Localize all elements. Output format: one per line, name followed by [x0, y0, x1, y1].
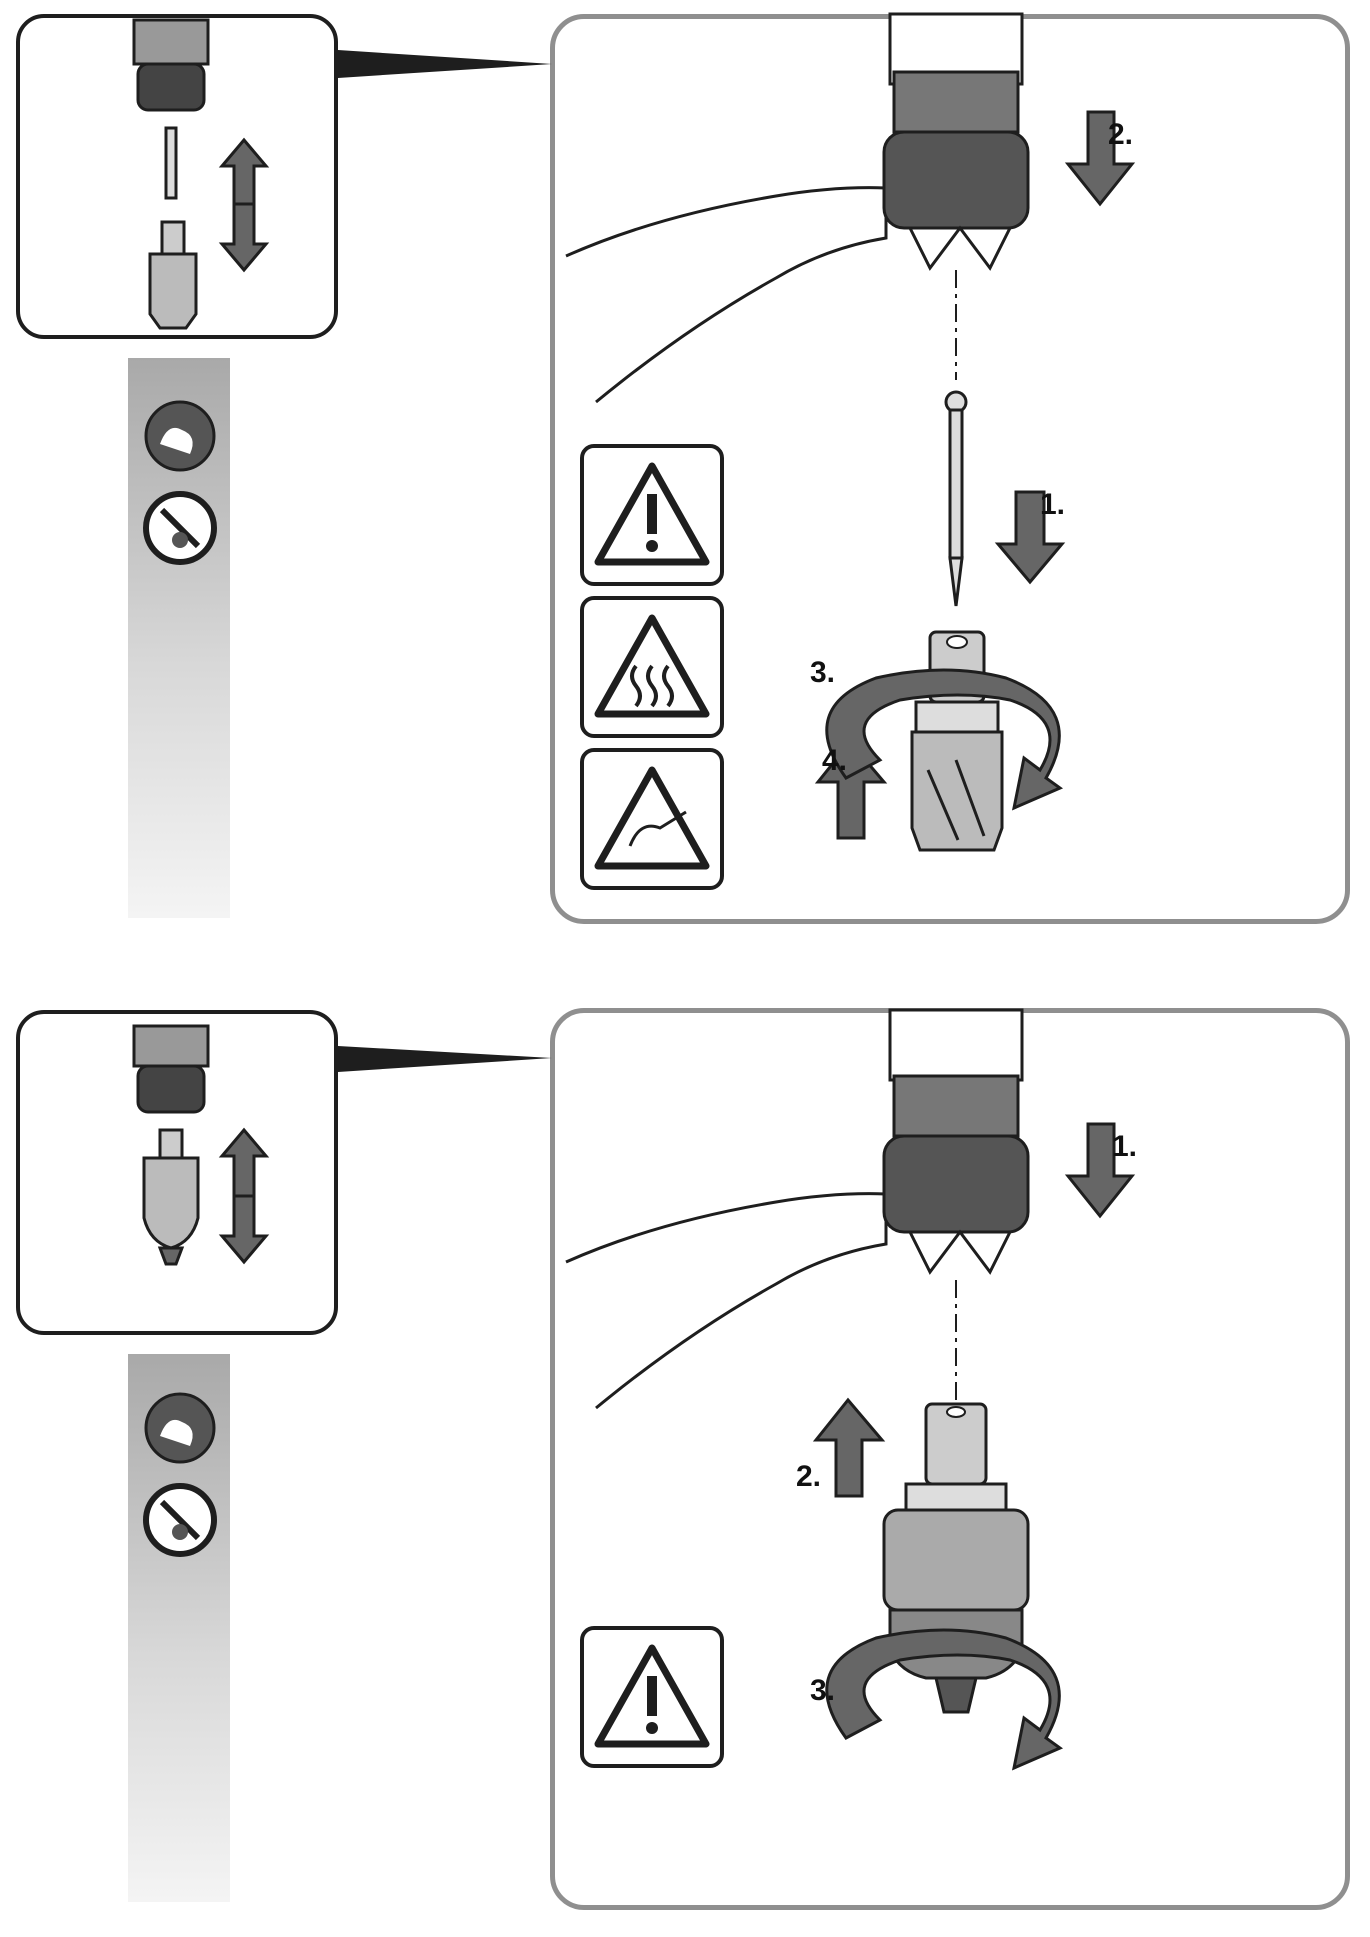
inset-chuck-icon	[132, 18, 210, 112]
step-4-rotate-arrows-icon	[825, 668, 1064, 811]
step-label-1: 1.	[1040, 488, 1066, 521]
general-warning-icon	[580, 444, 724, 586]
hand-protection-icon	[144, 400, 216, 472]
hand-outline	[565, 1192, 888, 1410]
annular-cutter-icon	[910, 630, 1004, 852]
section-cutter-removal: 1. 2. 3. 4.	[0, 0, 1370, 950]
ejector-pin-icon	[944, 390, 968, 607]
step-3-rotate-arrows-icon	[825, 1628, 1064, 1771]
step-label-2: 2.	[796, 1460, 822, 1493]
section-chuck-removal: 1. 2. 3.	[0, 980, 1370, 1930]
hand-protection-icon	[144, 1392, 216, 1464]
illustration-graphic	[132, 1008, 1136, 1771]
general-warning-icon	[580, 1626, 724, 1768]
step-label-2: 2.	[1108, 118, 1134, 151]
no-gloves-rotating-icon	[143, 491, 217, 565]
hot-surface-icon	[580, 596, 724, 738]
step-label-4: 4.	[822, 744, 848, 777]
keyless-drill-chuck-icon	[882, 1402, 1030, 1714]
inset-pin-icon	[164, 126, 178, 200]
inset-cutter-icon	[148, 220, 198, 330]
step-label-3: 3.	[810, 1674, 836, 1707]
hand-outline	[565, 186, 888, 404]
no-gloves-rotating-icon	[143, 1483, 217, 1557]
step-label-1: 1.	[1112, 1130, 1138, 1163]
inset-up-down-arrows-icon	[218, 137, 270, 273]
drill-chuck-icon	[882, 12, 1030, 271]
sharp-edge-icon	[580, 748, 724, 890]
illustration-graphic	[132, 12, 1136, 890]
drill-chuck-icon	[882, 1008, 1030, 1275]
step-label-3: 3.	[810, 656, 836, 689]
inset-chuck-icon	[132, 1024, 210, 1114]
inset-up-down-arrows-icon	[218, 1127, 270, 1265]
inset-drill-chuck-icon	[142, 1128, 200, 1266]
step-2-up-arrow-icon	[812, 1397, 886, 1498]
step-1-down-arrow-icon	[1064, 1122, 1136, 1219]
step-2-down-arrow-icon	[1064, 110, 1136, 207]
step-1-down-arrow-icon	[994, 490, 1066, 585]
